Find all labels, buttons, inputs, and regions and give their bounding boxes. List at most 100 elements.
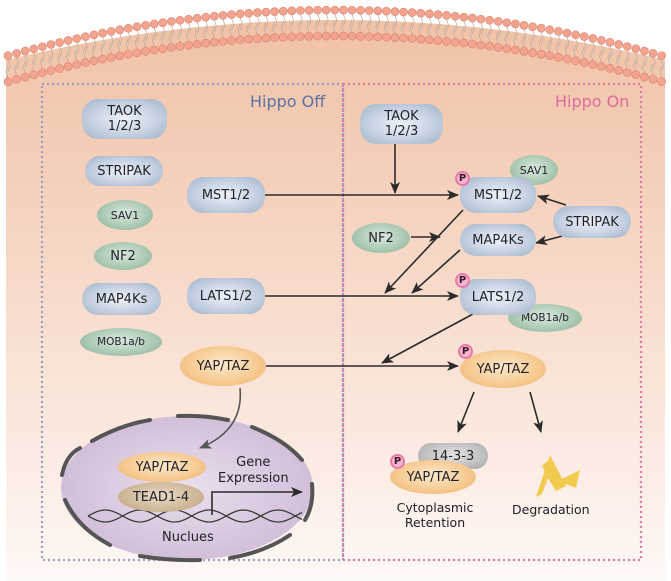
lipid-head: [106, 53, 116, 62]
arrow-map4ks-to-lats: [411, 249, 461, 294]
node-sav1-off: SAV1: [97, 200, 153, 230]
lipid-head: [3, 51, 13, 61]
lipid-head: [528, 22, 537, 32]
node-map4ks-off: MAP4Ks: [82, 283, 161, 315]
lipid-head: [167, 17, 176, 26]
lipid-head: [657, 51, 666, 60]
lipid-head: [184, 40, 193, 50]
lipid-head: [382, 6, 391, 16]
arrow-mst-to-lats: [384, 209, 464, 294]
arrow-yap-into-nucleus: [199, 387, 242, 449]
lipid-head: [631, 70, 641, 79]
lipid-head: [614, 40, 623, 49]
lipid-head: [106, 27, 116, 36]
lipid-head: [554, 53, 563, 62]
lipid-head: [313, 5, 322, 15]
lipid-head: [55, 38, 64, 47]
lipid-head: [493, 17, 503, 26]
cell-membrane: [3, 5, 666, 87]
degradation-fragments-icon: [536, 455, 580, 497]
lipid-head: [468, 13, 477, 23]
lipid-head: [476, 14, 486, 24]
lipid-head: [201, 12, 211, 22]
lipid-head: [579, 58, 589, 67]
lipid-head: [545, 51, 555, 61]
phospho-badge-yap: P: [458, 344, 473, 359]
nuclear-envelope: [60, 413, 315, 563]
node-mst-on: MST1/2: [460, 177, 536, 213]
lipid-head: [416, 8, 426, 18]
lipid-head: [399, 7, 408, 17]
lipid-head: [98, 54, 107, 64]
lipid-head: [622, 42, 632, 51]
lipid-head: [468, 39, 477, 49]
lipid-head: [270, 7, 279, 16]
lipid-head: [235, 35, 245, 45]
node-lats-off: LATS1/2: [187, 278, 265, 314]
phospho-badge-lats: P: [455, 273, 470, 288]
hippo-off-panel: [40, 82, 345, 562]
lipid-head: [29, 44, 39, 54]
lipid-head: [579, 32, 589, 41]
lipid-head: [605, 64, 615, 73]
arrow-yap-to-retention: [457, 391, 475, 433]
lipid-head: [55, 64, 64, 73]
lipid-head: [640, 46, 649, 56]
node-stripak-off: STRIPAK: [85, 156, 163, 186]
node-stripak-on: STRIPAK: [553, 206, 631, 238]
hippo-on-panel: [341, 82, 643, 562]
lipid-head: [253, 8, 262, 17]
lipid-head: [330, 31, 340, 41]
lipid-head: [356, 31, 365, 41]
lipid-head: [296, 6, 305, 15]
lipid-head: [485, 15, 494, 25]
lipid-head: [115, 51, 125, 61]
node-taok-on: TAOK 1/2/3: [360, 104, 443, 144]
lipid-head: [201, 38, 211, 48]
lipid-head: [287, 6, 297, 16]
lipid-head: [98, 28, 107, 38]
lipid-head: [502, 18, 512, 27]
lipid-head: [20, 72, 30, 82]
lipid-head: [459, 38, 469, 48]
lipid-head: [528, 48, 537, 58]
lipid-head: [399, 33, 408, 43]
cytoplasmic-retention-label: Cytoplasmic Retention: [396, 500, 474, 530]
lipid-head: [511, 45, 520, 55]
lipid-head: [614, 66, 623, 75]
lipid-head: [261, 33, 271, 43]
node-yap-retained: YAP/TAZ: [390, 460, 476, 494]
lipid-head: [132, 22, 142, 32]
lipid-head: [89, 30, 99, 40]
lipid-head: [356, 5, 365, 15]
lipid-head: [502, 44, 512, 53]
lipid-head: [46, 40, 56, 49]
lipid-head: [81, 32, 90, 41]
lipid-head: [38, 42, 47, 51]
lipid-head: [149, 45, 159, 55]
node-taok-off: TAOK 1/2/3: [82, 99, 167, 139]
lipid-head: [511, 19, 520, 29]
lipid-head: [149, 19, 159, 29]
lipid-head: [321, 31, 331, 41]
lipid-head: [244, 34, 254, 44]
lipid-head: [184, 14, 193, 24]
lipid-head: [141, 21, 150, 30]
phospho-badge-retained: P: [390, 454, 405, 469]
lipid-head: [588, 60, 598, 69]
lipid-head: [115, 25, 125, 35]
lipid-head: [278, 32, 288, 42]
lipid-head: [210, 11, 219, 21]
lipid-head: [493, 43, 503, 52]
lipid-head: [321, 5, 331, 15]
arrow-yap-to-degradation: [529, 391, 543, 433]
node-yap-off: YAP/TAZ: [180, 346, 266, 386]
lipid-head: [364, 32, 374, 41]
node-yap-nuclear: YAP/TAZ: [118, 452, 206, 482]
node-yap-on: YAP/TAZ: [460, 350, 546, 388]
lipid-head: [450, 11, 460, 21]
lipid-head: [347, 31, 357, 41]
hippo-off-title: Hippo Off: [250, 92, 326, 111]
node-nf2-on: NF2: [352, 223, 410, 253]
lipid-head: [29, 70, 39, 80]
